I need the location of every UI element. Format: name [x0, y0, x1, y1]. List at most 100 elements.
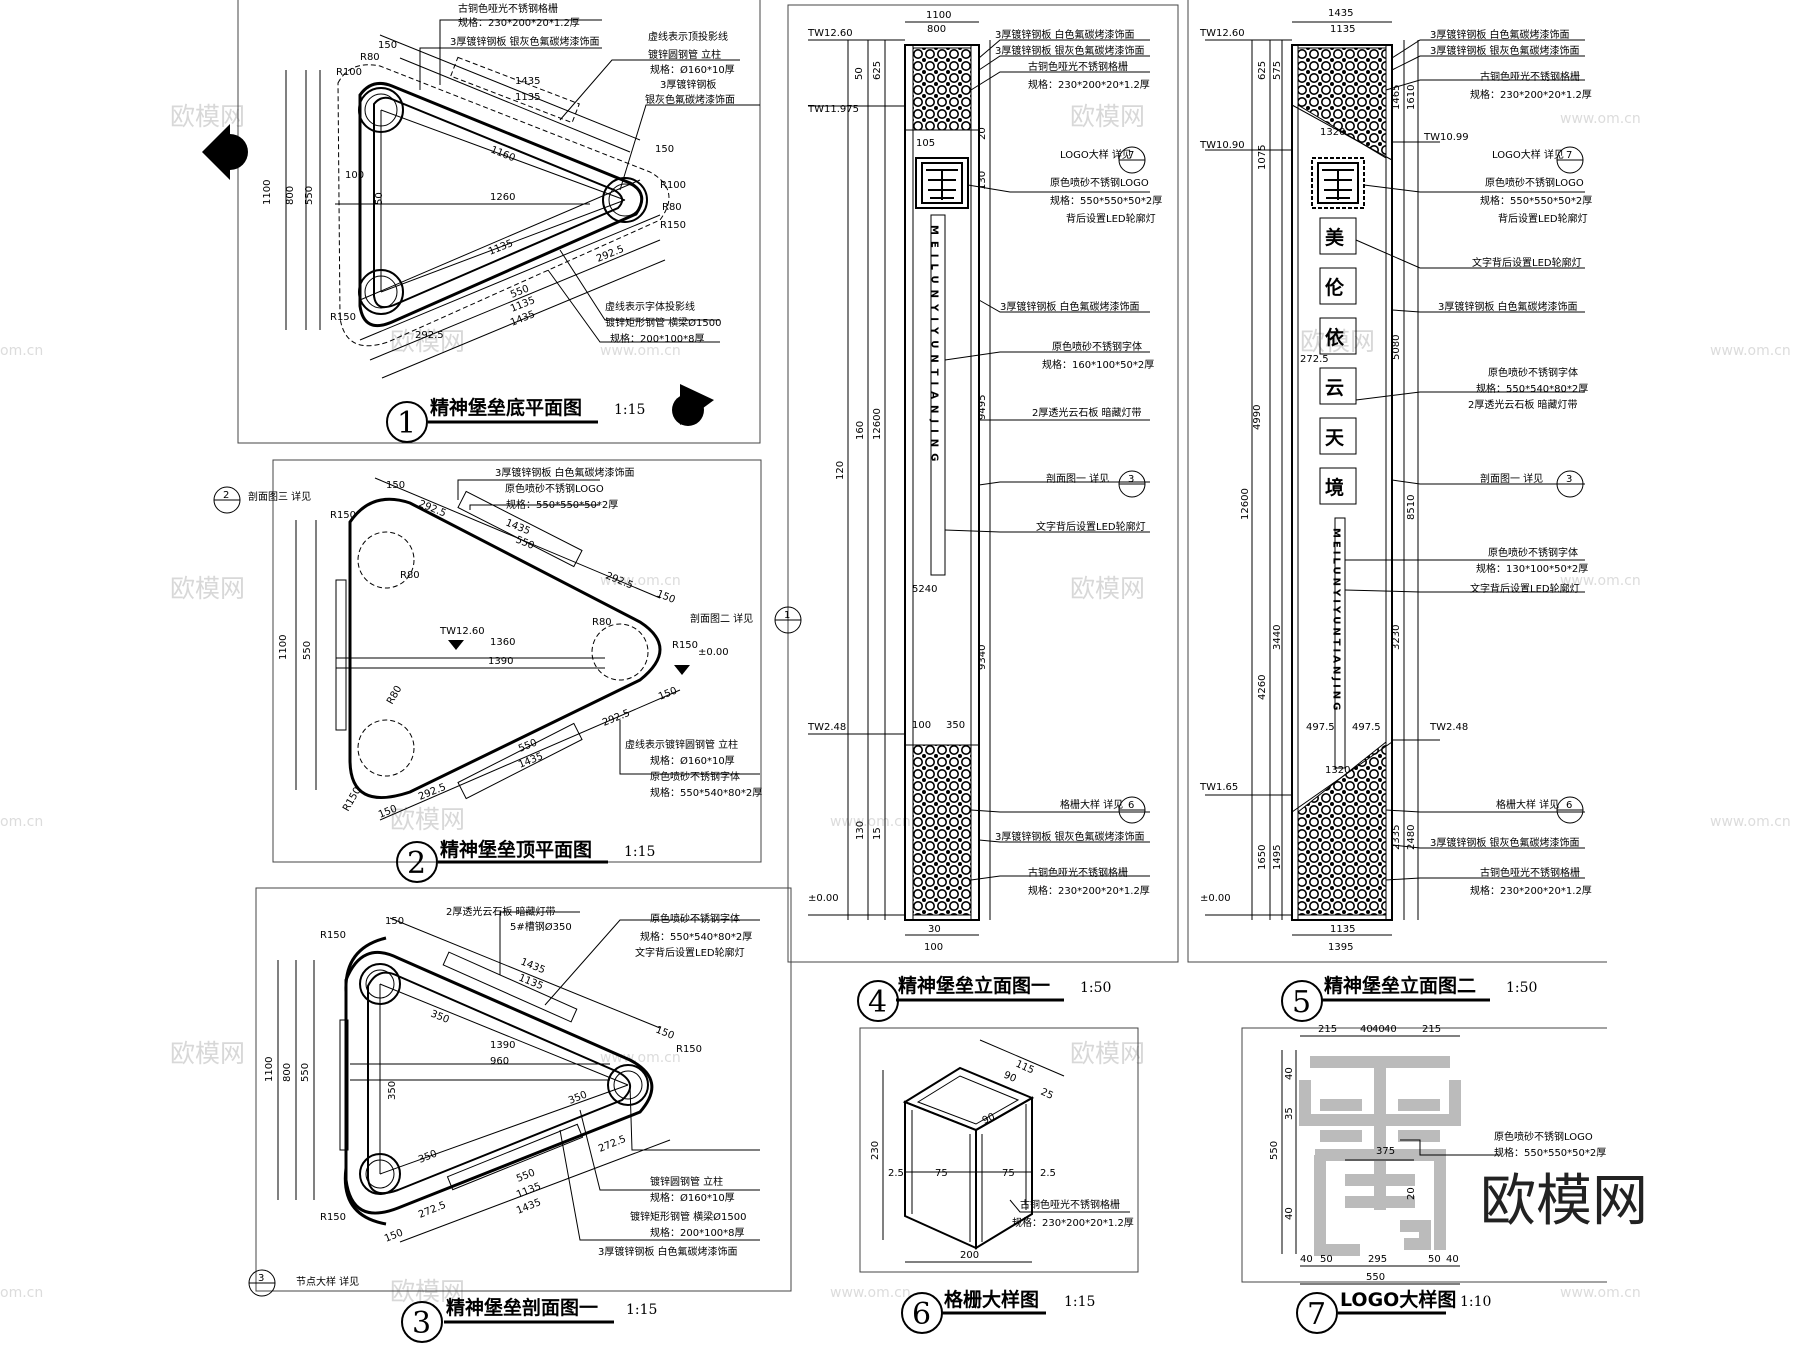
annotation: 文字背后设置LED轮廓灯: [1470, 582, 1580, 595]
dimension-label: 150: [386, 480, 405, 491]
dimension-label: 1075: [1257, 145, 1268, 170]
vertical-lettering: MEILUNYIYUNTIANJING: [1331, 528, 1342, 713]
drawing-scale: 1:50: [1080, 980, 1111, 996]
detail-tag-number: 6: [1566, 800, 1572, 811]
dimension-label: 550: [1269, 1141, 1280, 1160]
dimension-label: 575: [1272, 61, 1283, 80]
dimension-label: 200: [960, 1250, 979, 1261]
dimension-label: 960: [490, 1056, 509, 1067]
annotation: 剖面图一 详见: [1480, 472, 1543, 485]
dimension-label: 272.5: [1300, 354, 1329, 365]
annotation: 古铜色哑光不锈钢格栅: [458, 2, 558, 15]
watermark: om.cn: [0, 1285, 43, 1301]
annotation: LOGO大样 详见: [1492, 148, 1564, 161]
annotation: 3厚镀锌钢板 银灰色氟碳烤漆饰面: [450, 35, 600, 48]
dimension-label: R150: [341, 785, 364, 813]
annotation: 规格：230*200*20*1.2厚: [1028, 884, 1150, 897]
watermark: www.om.cn: [1710, 814, 1791, 830]
annotation: 2厚透光云石板 暗藏灯带: [446, 905, 556, 918]
dimension-label: 8510: [1406, 495, 1417, 520]
annotation: 规格：200*100*8厚: [610, 332, 705, 345]
dimension-label: R100: [660, 180, 686, 191]
annotation: 原色喷砂不锈钢字体: [1052, 340, 1142, 353]
annotation: 规格：550*550*50*2厚: [1494, 1146, 1606, 1159]
dimension-label: 50: [1320, 1254, 1333, 1265]
annotation: 银灰色氟碳烤漆饰面: [645, 93, 735, 106]
annotation: 3厚镀锌钢板 银灰色氟碳烤漆饰面: [995, 830, 1145, 843]
dimension-label: 50: [1428, 1254, 1441, 1265]
dimension-label: 150: [654, 1025, 676, 1042]
dimension-label: 550: [300, 1063, 311, 1082]
watermark-layer: 欧模网 欧模网 欧模网 欧模网 欧模网 欧模网 欧模网 欧模网 欧模网 欧模网 …: [0, 102, 1791, 1306]
annotation: 背后设置LED轮廓灯: [1498, 212, 1588, 225]
annotation: 规格：230*200*20*1.2厚: [1470, 884, 1592, 897]
dimension-label: 40: [1446, 1254, 1459, 1265]
dimension-label: 550: [1366, 1272, 1385, 1283]
level-label: ±0.00: [698, 647, 729, 658]
dimension-label: 1135: [517, 973, 545, 993]
dimension-label: R150: [330, 312, 356, 323]
watermark: www.om.cn: [1560, 1285, 1641, 1301]
dimension-label: 12600: [872, 408, 883, 440]
annotation: 规格：550*540*80*2厚: [1476, 382, 1588, 395]
annotation: 原色喷砂不锈钢字体: [650, 912, 740, 925]
annotation: 规格：550*550*50*2厚: [1480, 194, 1592, 207]
dimension-label: 130: [977, 171, 988, 190]
dimension-label: R150: [660, 220, 686, 231]
detail-tag-number: 6: [1128, 800, 1134, 811]
dimension-label: 1435: [515, 76, 540, 87]
dimension-label: 50: [854, 67, 865, 80]
watermark: www.om.cn: [1560, 573, 1641, 589]
drawing-1-bottom-plan: 古铜色哑光不锈钢格栅 规格：230*200*20*1.2厚 3厚镀锌钢板 银灰色…: [202, 2, 760, 443]
dimension-label: 120: [835, 461, 846, 480]
watermark: www.om.cn: [600, 1050, 681, 1066]
section-tag-number: 2: [223, 490, 229, 501]
dimension-label: 2335: [1391, 825, 1402, 850]
level-label: TW2.48: [1429, 722, 1468, 733]
dimension-label: 12600: [1240, 488, 1251, 520]
dimension-label: 150: [657, 685, 679, 702]
annotation: 规格：160*100*50*2厚: [1042, 358, 1154, 371]
dimension-label: 1390: [490, 1040, 515, 1051]
brand-logo: 欧模网: [1480, 1169, 1648, 1234]
annotation: 规格：550*540*80*2厚: [640, 930, 752, 943]
section-reference: 节点大样 详见: [296, 1275, 359, 1288]
drawing-number: 7: [1307, 1297, 1326, 1332]
annotation: LOGO大样 详见: [1060, 148, 1132, 161]
dimension-label: 4260: [1257, 675, 1268, 700]
dimension-label: 5080: [1391, 335, 1402, 360]
drawing-3-section: 3 节点大样 详见 2厚透光云石板 暗藏灯带 5#槽钢Ø350 原色喷砂不锈钢字…: [248, 905, 760, 1343]
dimension-label: 50: [374, 192, 385, 205]
level-label: TW10.99: [1423, 132, 1469, 143]
annotation: 古铜色哑光不锈钢格栅: [1480, 866, 1580, 879]
dimension-label: 292.5: [601, 708, 632, 729]
dimension-label: R150: [330, 510, 356, 521]
dimension-label: 40: [1384, 1024, 1397, 1035]
dimension-label: 1360: [490, 637, 515, 648]
dimension-label: 100: [924, 942, 943, 953]
annotation: 古铜色哑光不锈钢格栅: [1028, 60, 1128, 73]
dimension-label: 1395: [1328, 942, 1353, 953]
dimension-label: 215: [1318, 1024, 1337, 1035]
watermark: 欧模网: [390, 805, 465, 834]
detail-tag-number: 7: [1566, 150, 1572, 161]
dimension-label: 550: [302, 641, 313, 660]
dimension-label: 1435: [1328, 8, 1353, 19]
annotation: 原色喷砂不锈钢字体: [1488, 546, 1578, 559]
dimension-label: 2480: [1406, 825, 1417, 850]
annotation: 3厚镀锌钢板 银灰色氟碳烤漆饰面: [1430, 44, 1580, 57]
dimension-label: 800: [285, 186, 296, 205]
annotation: 原色喷砂不锈钢LOGO: [505, 482, 604, 495]
dimension-label: 1650: [1257, 845, 1268, 870]
annotation: 3厚镀锌钢板 白色氟碳烤漆饰面: [995, 28, 1135, 41]
drawing-scale: 1:15: [626, 1302, 657, 1318]
annotation: 文字背后设置LED轮廓灯: [1036, 520, 1146, 533]
drawing-scale: 1:15: [614, 402, 645, 418]
drawing-number-badge: [396, 841, 438, 883]
dimension-label: 1495: [1272, 845, 1283, 870]
dimension-label: 35: [1284, 1107, 1295, 1120]
annotation: 镀锌矩形钢管 横梁Ø1500: [605, 316, 722, 329]
dimension-label: 75: [935, 1168, 948, 1179]
annotation: 原色喷砂不锈钢LOGO: [1485, 176, 1584, 189]
level-label: TW2.48: [807, 722, 846, 733]
